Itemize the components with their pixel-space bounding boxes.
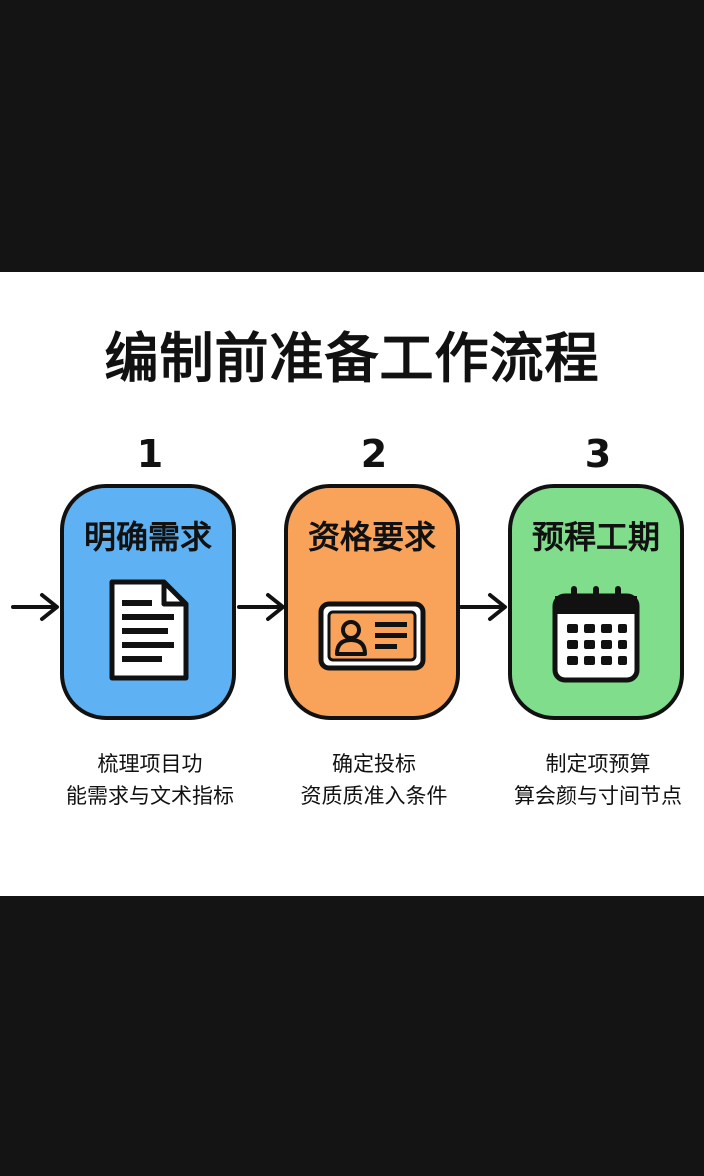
flow-arrow-icon [237, 593, 285, 621]
calendar-icon [551, 584, 641, 688]
diagram-title: 编制前准备工作流程 [104, 327, 600, 390]
step-card-1: 明确需求 [60, 484, 236, 720]
step-card-2: 资格要求 [284, 484, 460, 720]
step-card-3: 预稈工期 [508, 484, 684, 720]
flow-arrow-icon [459, 593, 507, 621]
step-number: 2 [360, 432, 388, 476]
step-description: 制定项预算 算会颜与寸间节点 [514, 752, 682, 808]
step-label: 资格要求 [307, 518, 436, 556]
step-label: 预稈工期 [531, 518, 660, 556]
diagram-panel: 编制前准备工作流程 1 明确需求 梳理项目功 能需求与文术指标 [0, 272, 704, 896]
document-icon [106, 578, 190, 686]
step-label: 明确需求 [83, 518, 212, 556]
entry-arrow-icon [11, 593, 59, 621]
step-description: 确定投标 资质质准入条件 [300, 752, 448, 808]
id-card-icon [317, 600, 427, 676]
step-number: 1 [136, 432, 164, 476]
step-number: 3 [584, 432, 612, 476]
step-description: 梳理项目功 能需求与文术指标 [66, 752, 234, 808]
